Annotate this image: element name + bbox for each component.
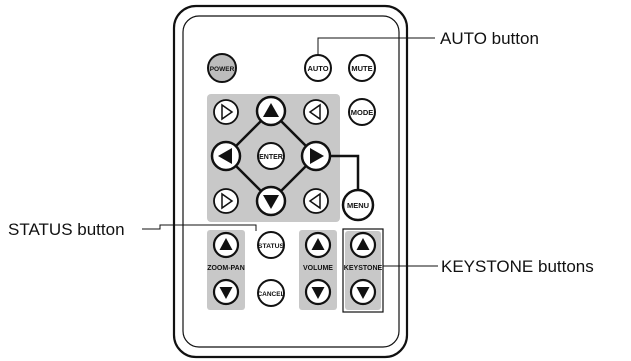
status-callout-line [142,224,257,231]
cancel-button-label: CANCEL [257,291,284,298]
right-arrow-button[interactable] [300,140,332,172]
status-button[interactable]: STATUS [257,231,285,259]
down-triangle-icon [263,195,279,209]
left-triangle-icon [308,103,321,121]
auto-callout-line [317,37,435,55]
zoom-pan-label: ZOOM-PAN [207,265,245,272]
keystone-up-button[interactable] [349,231,377,259]
mode-button-label: MODE [351,108,374,117]
right-triangle-icon [221,192,234,210]
up-triangle-icon [263,103,279,117]
cancel-button[interactable]: CANCEL [257,279,285,307]
corner-button-bottom-left[interactable] [213,188,239,214]
mute-button-label: MUTE [351,64,372,73]
power-button[interactable]: POWER [207,53,237,83]
keystone-label: KEYSTONE [344,265,383,272]
menu-button[interactable]: MENU [341,188,375,222]
enter-button[interactable]: ENTER [257,142,285,170]
up-triangle-icon [219,238,233,250]
auto-button-label: AUTO [307,64,328,73]
power-button-label: POWER [210,66,235,73]
corner-button-bottom-right[interactable] [303,188,329,214]
volume-up-button[interactable] [304,231,332,259]
down-triangle-icon [311,287,325,299]
status-callout-label: STATUS button [8,220,125,239]
up-triangle-icon [356,238,370,250]
zoom-pan-up-button[interactable] [212,231,240,259]
volume-down-button[interactable] [304,278,332,306]
right-triangle-icon [221,103,234,121]
auto-callout-label: AUTO button [440,29,539,48]
down-triangle-icon [356,287,370,299]
zoom-pan-down-button[interactable] [212,278,240,306]
keystone-down-button[interactable] [349,278,377,306]
mute-button[interactable]: MUTE [348,54,376,82]
left-triangle-icon [218,148,232,164]
keystone-outline-box [342,228,384,313]
auto-button[interactable]: AUTO [304,54,332,82]
corner-button-top-left[interactable] [213,99,239,125]
down-arrow-button[interactable] [255,185,287,217]
left-triangle-icon [308,192,321,210]
corner-button-top-right[interactable] [303,99,329,125]
up-arrow-button[interactable] [255,95,287,127]
mode-button[interactable]: MODE [348,98,376,126]
volume-label: VOLUME [303,265,333,272]
enter-button-label: ENTER [259,154,283,161]
right-triangle-icon [310,148,324,164]
up-triangle-icon [311,238,325,250]
status-button-label: STATUS [258,243,285,250]
left-arrow-button[interactable] [210,140,242,172]
down-triangle-icon [219,287,233,299]
menu-button-label: MENU [347,201,369,210]
keystone-callout-label: KEYSTONE buttons [441,257,594,276]
